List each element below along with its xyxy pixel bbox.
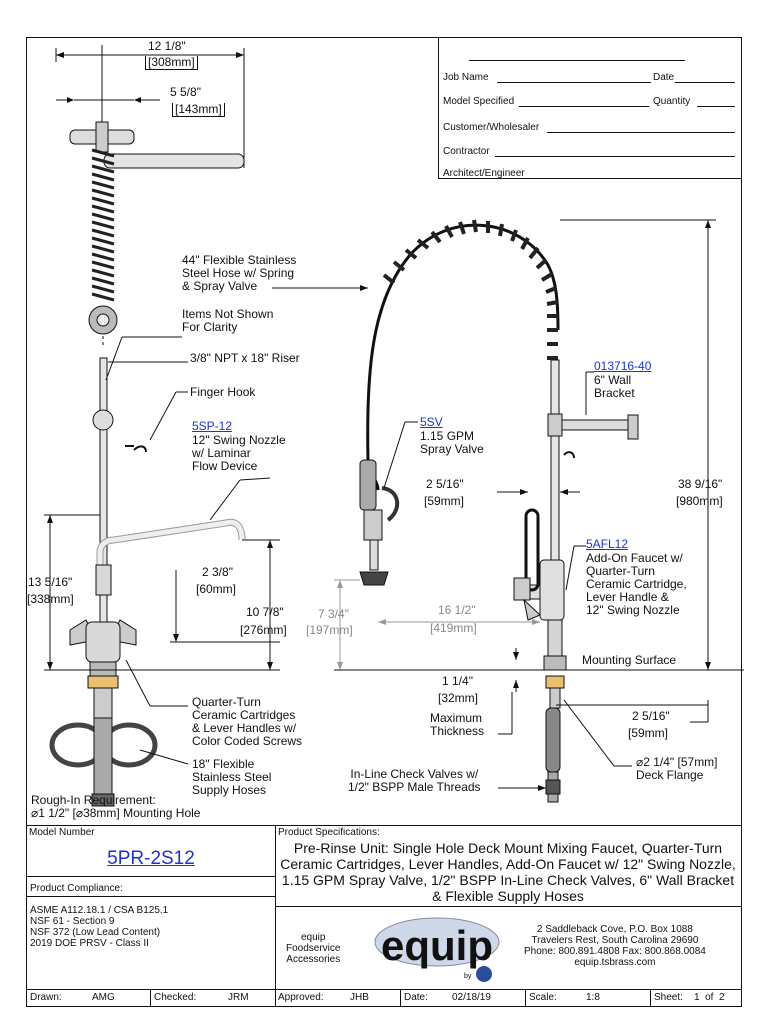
label-rough-in: Rough-In Requirement:⌀1 1/2" [⌀38mm] Mou… [31,793,201,820]
date-footer-value: 02/18/19 [452,992,491,1003]
link-addon-5afl12[interactable]: 5AFL12 [586,537,629,551]
dim-height-left-mm: [338mm] [27,592,74,606]
architect-field[interactable] [531,178,735,179]
model-number[interactable]: 5PR-2S12 [107,848,195,869]
checked-label: Checked: [154,992,197,1003]
dim-top-width: 12 1/8" [148,39,186,53]
link-bracket-013716-40[interactable]: 013716-40 [594,359,652,373]
model-number-label: Model Number [29,827,95,838]
dim-nozzle-drop: 2 3/8" [202,565,233,579]
checked-value: JRM [228,992,249,1003]
dim-max-thickness-mm: [32mm] [438,691,479,705]
dim-top-offset: 5 5/8" [170,85,201,99]
dim-addon-offset-mm: [59mm] [424,494,465,508]
dim-overall-height: 38 9/16" [678,477,723,491]
dim-addon-offset: 2 5/16" [426,477,464,491]
quantity-field[interactable] [697,106,735,107]
compliance-divider [26,896,276,897]
label-riser: 3/8" NPT x 18" Riser [190,351,300,365]
dim-reach-mm: [419mm] [430,621,477,635]
dim-spout-height: 10 7/8" [246,605,284,619]
dim-height-left: 13 5/16" [28,575,73,589]
spec-text: Pre-Rinse Unit: Single Hole Deck Mount M… [280,840,736,904]
label-mounting-surface: Mounting Surface [582,653,677,667]
dim-max-thickness: 1 1/4" [442,674,473,688]
dim-nozzle-drop-mm: [60mm] [196,582,237,596]
label-check-valves: In-Line Check Valves w/1/2" BSPP Male Th… [348,767,481,794]
dim-overall-height-mm: [980mm] [676,494,723,508]
dim-valve-height-mm: [197mm] [306,623,353,637]
label-flange: ⌀2 1/4" [57mm]Deck Flange [636,755,718,782]
quantity-label: Quantity [653,96,691,107]
date-footer-label: Date: [404,992,428,1003]
footer-divider-3 [400,989,401,1007]
footer-divider-4 [525,989,526,1007]
model-specified-label: Model Specified [443,96,515,107]
footer-row [26,989,742,1007]
dim-spout-height-mm: [276mm] [240,623,287,637]
drawn-label: Drawn: [30,992,62,1003]
dim-shank-offset: 2 5/16" [632,709,670,723]
customer-field[interactable] [547,132,735,133]
model-specified-field[interactable] [519,106,649,107]
contractor-field[interactable] [495,156,735,157]
dim-shank-offset-mm: [59mm] [628,726,669,740]
label-finger-hook: Finger Hook [190,385,256,399]
link-spray-valve-5sv[interactable]: 5SV [420,415,443,429]
drawn-value: AMG [92,992,115,1003]
architect-label: Architect/Engineer [443,168,525,179]
svg-text:by: by [464,973,472,980]
job-name-field[interactable] [497,82,651,83]
contractor-label: Contractor [443,146,490,157]
compliance-label: Product Compliance: [30,883,123,894]
dim-reach: 16 1/2" [438,603,476,617]
info-top-line [469,60,685,61]
dim-top-offset-mm: [143mm] [172,103,225,117]
job-name-label: Job Name [443,72,489,83]
svg-text:equip: equip [381,922,493,969]
customer-label: Customer/Wholesaler [443,122,540,133]
link-nozzle-5sp-12[interactable]: 5SP-12 [192,419,233,433]
scale-label: Scale: [529,992,557,1003]
approved-value: JHB [350,992,369,1003]
approved-label: Approved: [278,992,324,1003]
footer-divider-1 [150,989,151,1007]
sheet-value: 1 of 2 [694,992,725,1003]
sheet-label: Sheet: [654,992,683,1003]
scale-value: 1:8 [586,992,600,1003]
dim-valve-height: 7 3/4" [318,607,349,621]
equip-logo: equip by [374,917,500,982]
spec-label: Product Specifications: [278,827,380,838]
footer-divider-5 [650,989,651,1007]
dim-top-width-mm: [308mm] [145,56,198,70]
date-label: Date [653,72,675,83]
date-field[interactable] [675,82,735,83]
job-info-box: Job Name Date Model Specified Quantity C… [438,37,742,179]
footer-divider-2 [275,989,276,1007]
